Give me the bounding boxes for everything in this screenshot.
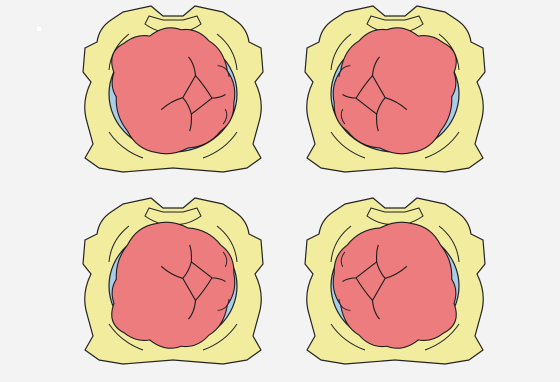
panel-bottom-right	[300, 189, 490, 379]
pelvis-diagram-bottom-right	[300, 189, 490, 379]
pelvis-diagram-bottom-left	[78, 189, 268, 379]
panel-bottom-left	[78, 189, 268, 379]
panel-top-left	[78, 0, 268, 187]
white-speck	[37, 27, 41, 31]
panel-top-right	[300, 0, 490, 187]
pelvis-diagram-top-right	[300, 0, 490, 187]
pelvis-diagram-top-left	[78, 0, 268, 187]
